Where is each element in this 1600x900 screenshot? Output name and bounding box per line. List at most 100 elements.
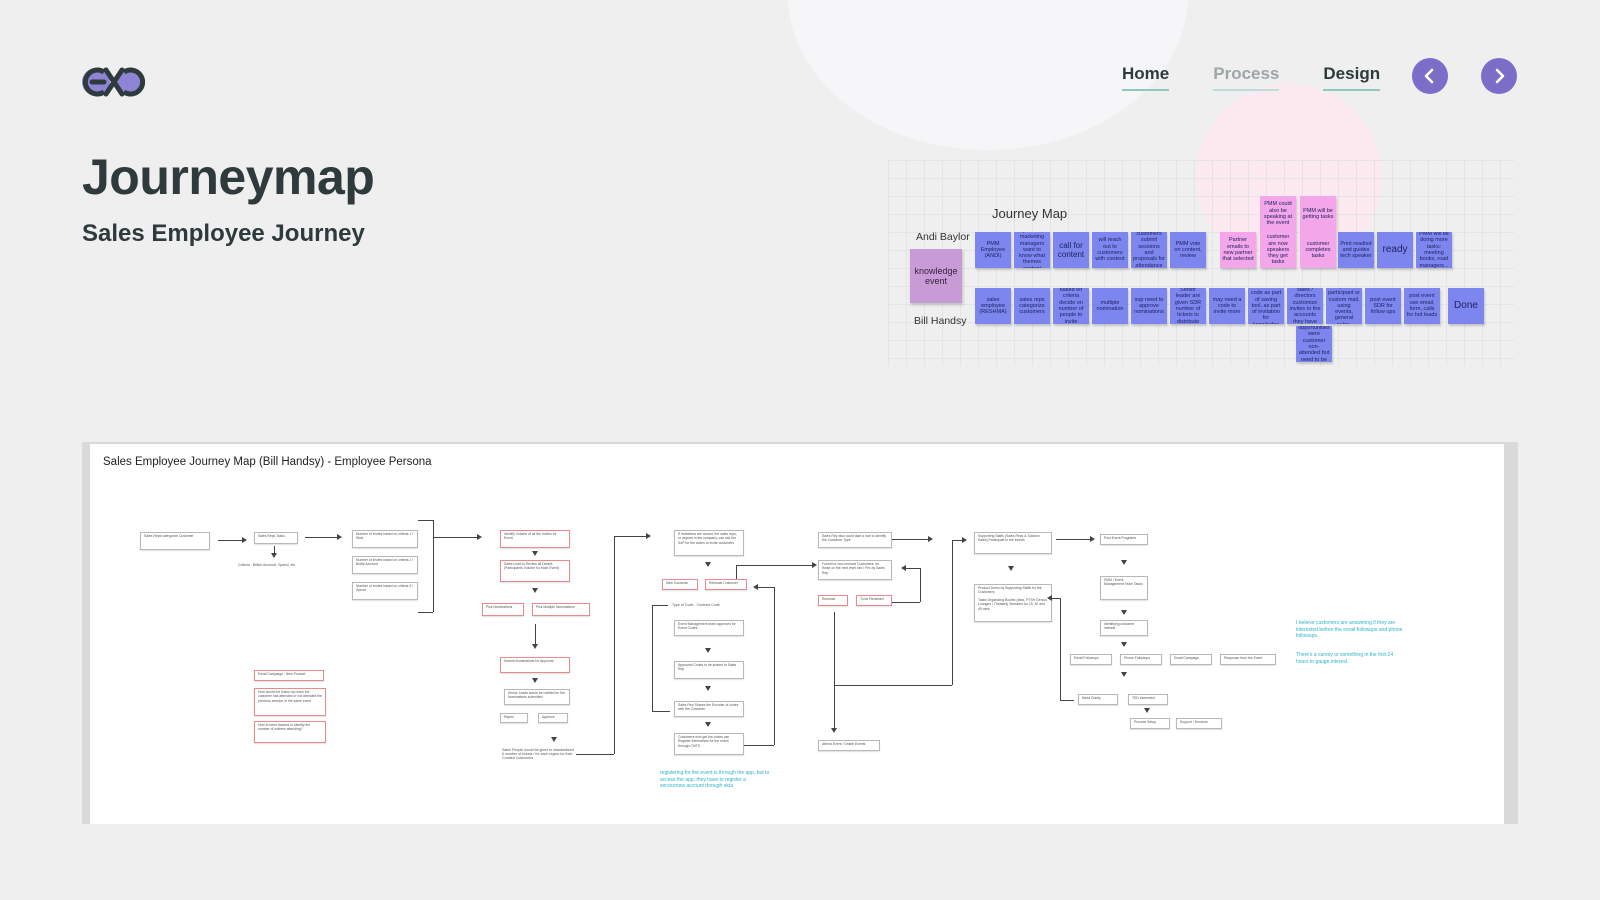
sticky-note: call for content	[1053, 232, 1089, 268]
flow-box: TED Interested	[1128, 694, 1168, 705]
persona-bill-label: Bill Handsy	[914, 315, 967, 327]
flow-panel	[90, 444, 1504, 824]
sticky-note-pink: Partner emails to new partner that selec…	[1220, 232, 1256, 268]
flow-connector	[774, 587, 775, 745]
flow-box: Identifying customer interest	[1100, 620, 1148, 636]
flow-connector	[834, 685, 952, 686]
arrow-head	[337, 534, 342, 540]
flow-connector	[758, 587, 774, 588]
sticky-note: PMM vote on content, review	[1170, 232, 1206, 268]
flow-connector	[274, 546, 275, 554]
flow-box: Approved Codes to be shared to Sales Rep	[674, 661, 744, 679]
sticky-note: customers submit sessions and proposals …	[1131, 232, 1167, 268]
arrow-head	[1047, 595, 1052, 601]
flow-connector	[834, 612, 835, 728]
sticky-note: product marketing managers want to know …	[1014, 232, 1050, 268]
previous-button[interactable]	[1412, 58, 1448, 94]
flow-connector	[305, 537, 337, 538]
sticky-note: sup need to approve nominations	[1131, 288, 1167, 324]
nav-design[interactable]: Design	[1323, 64, 1381, 91]
flow-connector	[920, 568, 921, 602]
chevron-left-icon	[1424, 68, 1434, 84]
arrow-head	[1121, 672, 1127, 677]
interest-note: I believe customers are answering if the…	[1296, 620, 1403, 639]
flow-connector	[1052, 598, 1060, 599]
flow-box: Number of invites based on criteria 3 / …	[352, 582, 418, 600]
logo-icon[interactable]	[82, 64, 146, 100]
flow-box: Sales Rep also could take a role to iden…	[818, 532, 892, 548]
arrow-head	[532, 644, 538, 649]
flow-box: Response from the Event	[1220, 654, 1276, 665]
arrow-head	[831, 728, 837, 733]
arrow-head	[477, 534, 482, 540]
flow-connector	[433, 520, 434, 612]
flow-connector	[218, 540, 242, 541]
arrow-head	[928, 536, 933, 542]
nav-process[interactable]: Process	[1213, 64, 1280, 91]
arrow-head	[705, 562, 711, 567]
sticky-note: sales / directors customize invites to t…	[1287, 288, 1323, 324]
flow-box: Renewal	[818, 595, 848, 606]
flow-box: Email Followups	[1070, 654, 1112, 665]
sticky-note: If sent opportunities were customer non-…	[1296, 326, 1332, 362]
arrow-head	[271, 553, 277, 558]
flow-connector	[418, 612, 433, 613]
flow-connector	[614, 536, 646, 537]
sticky-note: ready	[1377, 232, 1413, 268]
arrow-head	[901, 565, 906, 571]
nav-home[interactable]: Home	[1122, 64, 1170, 91]
sticky-note-pink: PMM will be getting tasks	[1300, 196, 1336, 232]
flow-box: Email Campaign	[1170, 654, 1212, 665]
arrow-head	[705, 686, 711, 691]
flow-box: How would the Sales rep track the custom…	[254, 688, 326, 716]
flow-connector	[576, 754, 614, 755]
flow-box: To be Renewed	[856, 595, 892, 606]
flow-connector	[1056, 539, 1090, 540]
arrow-head	[1121, 642, 1127, 647]
arrow-head	[551, 737, 557, 742]
arrow-head	[1008, 566, 1014, 571]
arrow-head	[705, 648, 711, 653]
arrow-head	[532, 551, 538, 556]
arrow-head	[962, 537, 967, 543]
flow-box: Approve	[538, 713, 568, 723]
flow-connector	[652, 605, 653, 711]
flow-box: Support / Services	[1176, 718, 1222, 729]
flow-box: Sales Reps categorize Customer	[140, 532, 210, 550]
arrow-head	[1121, 610, 1127, 615]
flow-box: Pick Nominations	[482, 603, 524, 616]
next-button[interactable]	[1481, 58, 1517, 94]
flow-box: Product Demo by Supporting Staffs for th…	[974, 584, 1052, 622]
arrow-head	[242, 537, 247, 543]
flow-connector	[418, 520, 433, 521]
flow-box: Pick Multiple Nominations	[532, 603, 590, 616]
flow-box: Number of invites based on criteria 1 / …	[352, 530, 418, 548]
flow-box: Attend Event / Onsite Events	[818, 740, 880, 751]
flow-connector	[652, 711, 670, 712]
flow-box: Event Management team approves for Event…	[674, 620, 744, 636]
flow-connector	[535, 624, 536, 644]
sticky-note: Invite code per participant or custom ma…	[1326, 288, 1362, 324]
sticky-note: sales reps categorize customers	[1014, 288, 1050, 324]
flow-connector	[892, 602, 920, 603]
flow-note: Type of Code - Contract Code	[672, 603, 720, 607]
flow-box: Need Clarity	[1078, 694, 1118, 705]
chevron-right-icon	[1495, 68, 1505, 84]
page-subtitle: Sales Employee Journey	[82, 220, 365, 247]
sticky-note: Contact code as part of saving tool, as …	[1248, 288, 1284, 324]
sticky-note: Done	[1448, 288, 1484, 324]
flow-box: Found for non-renewal Customers: do thos…	[818, 560, 892, 580]
flow-box: New Customer	[662, 579, 698, 590]
flow-box-line: Product Demo by Supporting Staffs for th…	[978, 586, 1042, 595]
sticky-note: sales employee (RESHMA)	[975, 288, 1011, 324]
flow-box: Sales Reps Tasks	[254, 532, 298, 544]
arrow-head	[646, 533, 651, 539]
knowledge-event-sticky: knowledge event	[910, 249, 962, 303]
flow-box: Senior Leads would be notified for the N…	[504, 689, 570, 705]
flow-connector	[952, 540, 962, 541]
flow-connector	[1060, 598, 1061, 700]
arrow-head	[1121, 560, 1127, 565]
flow-connector	[736, 565, 812, 566]
flow-box: Renewal Customer	[705, 579, 747, 590]
flow-box: Number of invites based on criteria 2 / …	[352, 556, 418, 574]
